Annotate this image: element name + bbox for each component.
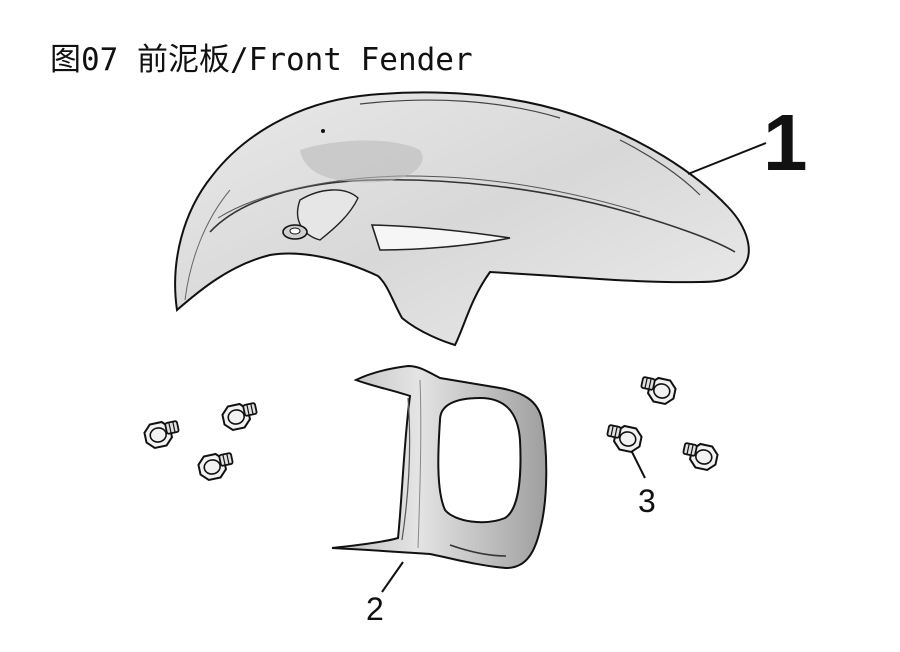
leader-line-3 bbox=[631, 451, 646, 479]
fender-bracket bbox=[331, 364, 548, 570]
bolt-left-1 bbox=[141, 417, 183, 451]
bolt-left-2 bbox=[219, 399, 261, 433]
leader-line-1 bbox=[687, 142, 767, 175]
front-fender bbox=[174, 91, 750, 347]
callout-2: 2 bbox=[366, 591, 384, 627]
bolt-right-1 bbox=[637, 373, 679, 407]
bolt-right-2 bbox=[603, 421, 645, 455]
page-title: 图07 前泥板/Front Fender bbox=[50, 42, 473, 78]
callout-3: 3 bbox=[638, 483, 656, 519]
leader-line-2 bbox=[381, 561, 404, 593]
front-fender-body bbox=[174, 91, 750, 347]
bolt-left-3 bbox=[195, 449, 237, 483]
bolt-right-3 bbox=[679, 439, 721, 473]
callout-1: 1 bbox=[763, 98, 808, 187]
